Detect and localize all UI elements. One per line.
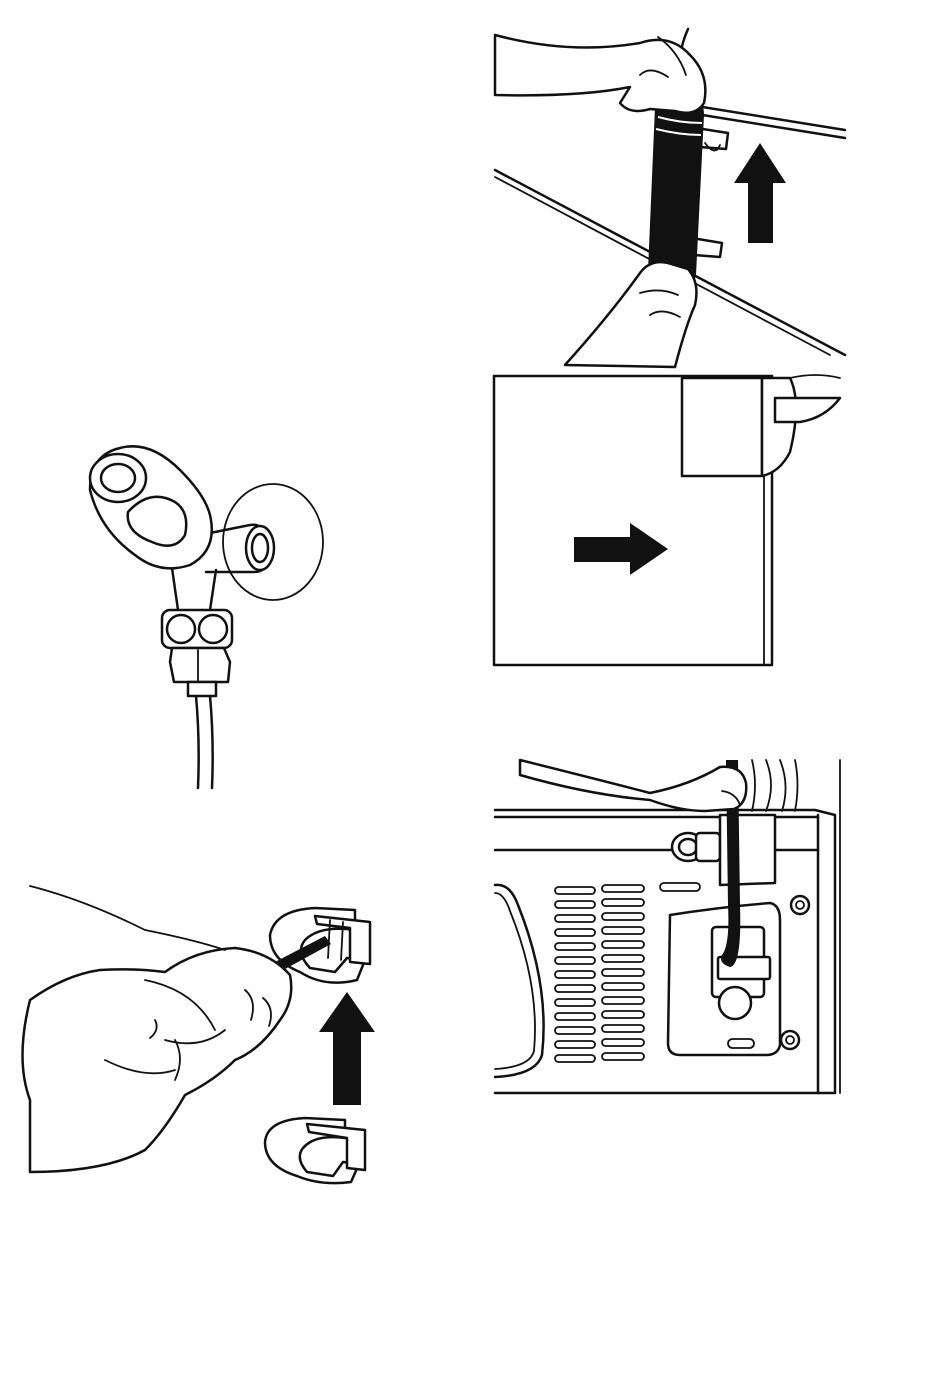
appliance-side-panel-icon (490, 372, 850, 670)
clip-screw-figure (25, 880, 385, 1185)
water-tap-with-wall-flange-icon (80, 440, 340, 800)
faucet-figure (80, 440, 340, 800)
hand-screwing-mounting-clip-icon (25, 880, 385, 1185)
filter-holder-figure (490, 25, 850, 370)
side-panel-figure (490, 372, 850, 670)
rear-panel-hose-connection-icon (490, 755, 850, 1100)
rear-connection-figure (490, 755, 850, 1100)
hands-lifting-water-filter-icon (490, 25, 850, 370)
